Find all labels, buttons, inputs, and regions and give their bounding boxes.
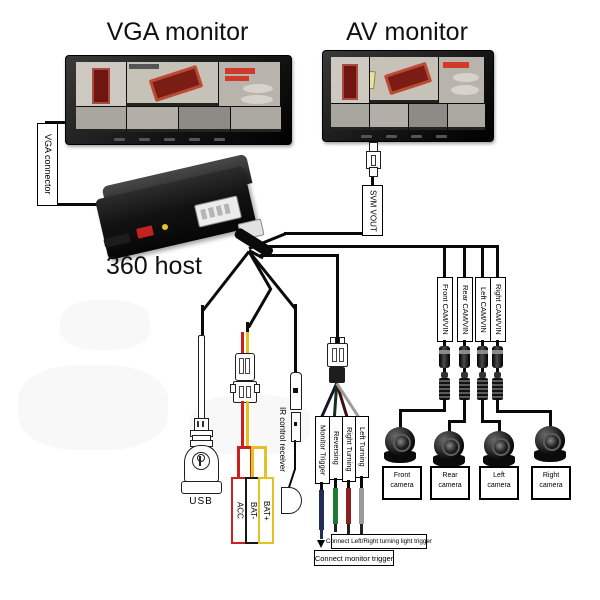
rca-plug-body-icon bbox=[366, 151, 381, 169]
cam-input-label-right: Right CAM/VIN bbox=[490, 277, 506, 342]
screen-thumb bbox=[179, 107, 230, 132]
cam-input-label-left: Left CAM/VIN bbox=[475, 277, 491, 342]
wire-vga bbox=[46, 121, 70, 124]
screen-panel-side-view bbox=[439, 57, 484, 103]
screen-thumb bbox=[231, 107, 281, 132]
right-turning-label: Right Turning bbox=[342, 416, 356, 482]
vga-monitor bbox=[65, 55, 292, 145]
screen-panel-birdseye bbox=[76, 62, 126, 106]
power-connector-icon bbox=[230, 381, 260, 403]
right-camera-icon bbox=[534, 426, 566, 462]
av-monitor bbox=[322, 50, 494, 142]
rear-camera-label: Rear camera bbox=[430, 466, 470, 500]
screen-panel-birdseye bbox=[331, 57, 369, 103]
wire-power bbox=[246, 322, 249, 334]
right-camera-label: Right camera bbox=[531, 466, 571, 500]
usb-base-icon bbox=[181, 481, 222, 494]
wire-svm bbox=[284, 232, 371, 235]
front-camera-icon bbox=[384, 427, 416, 463]
wire-cam-drop bbox=[496, 247, 499, 277]
av-monitor-title: AV monitor bbox=[346, 18, 468, 46]
screen-thumb bbox=[127, 107, 178, 132]
right-turning-wire bbox=[346, 488, 351, 524]
wire-power bbox=[247, 287, 273, 329]
power-connector-icon bbox=[235, 353, 255, 381]
wire-trigger bbox=[260, 254, 339, 257]
screen-thumb bbox=[448, 104, 485, 130]
bat-plus-label: BAT+ bbox=[258, 477, 274, 544]
ir-rod-icon bbox=[290, 372, 302, 410]
ir-receiver-label: IR control receiver bbox=[278, 406, 287, 472]
trigger-connector-icon bbox=[327, 343, 348, 367]
ir-eye-icon bbox=[281, 487, 302, 514]
trigger-plug-icon bbox=[329, 367, 345, 383]
screen-panel-side-view bbox=[219, 62, 280, 106]
reversing-wire bbox=[333, 488, 338, 524]
vga-monitor-screen bbox=[76, 62, 281, 132]
screen-thumb bbox=[76, 107, 126, 132]
svm-vout-label: SVM VOUT bbox=[362, 185, 383, 236]
rca-plug-stem-icon bbox=[369, 167, 378, 177]
cam-input-label-front: Front CAM/VIN bbox=[437, 277, 453, 342]
wire-usb bbox=[201, 305, 204, 337]
vga-monitor-title: VGA monitor bbox=[106, 18, 249, 46]
wire-cam-feed bbox=[250, 245, 499, 248]
screen-thumb bbox=[331, 104, 369, 130]
left-camera-icon bbox=[483, 431, 515, 467]
monitor-trigger-note: Connect monitor trigger bbox=[314, 550, 394, 566]
rear-camera-icon bbox=[433, 431, 465, 467]
usb-body-icon bbox=[184, 445, 219, 483]
left-turning-wire bbox=[359, 488, 364, 524]
watermark bbox=[60, 300, 150, 350]
av-monitor-screen bbox=[331, 57, 485, 130]
wire-cam-drop bbox=[481, 247, 484, 277]
monitor-trigger-wire bbox=[319, 490, 324, 530]
front-camera-label: Front camera bbox=[382, 466, 422, 500]
wire-cam-drop bbox=[443, 247, 446, 277]
host-led bbox=[162, 224, 168, 230]
wire-trigger bbox=[336, 254, 339, 344]
left-camera-label: Left camera bbox=[479, 466, 519, 500]
usb-label: USB bbox=[189, 496, 213, 507]
screen-panel-3d-view bbox=[370, 57, 438, 103]
usb-cable bbox=[198, 335, 205, 422]
wire-ir bbox=[294, 304, 297, 374]
cam-input-label-rear: Rear CAM/VIN bbox=[457, 277, 473, 342]
host-label: 360 host bbox=[106, 252, 202, 280]
wire-svm bbox=[371, 172, 374, 186]
wire-cam-drop bbox=[463, 247, 466, 277]
screen-thumb bbox=[370, 104, 408, 130]
screen-panel-3d-view bbox=[127, 62, 218, 106]
monitor-buttons bbox=[361, 135, 447, 138]
monitor-buttons bbox=[114, 138, 225, 141]
monitor-trigger-label: Monitor Trigger bbox=[315, 416, 330, 484]
screen-thumb bbox=[409, 104, 447, 130]
left-turning-label: Left Turning bbox=[355, 416, 369, 478]
vga-connector-label: VGA connector bbox=[37, 123, 58, 206]
wire-vga bbox=[45, 203, 105, 206]
reversing-label: Reversing bbox=[329, 416, 343, 480]
watermark bbox=[18, 365, 168, 450]
turn-trigger-note: Connect Left/Right turning light trigger bbox=[326, 534, 432, 549]
monitor-trigger-arrow bbox=[317, 540, 325, 548]
ir-rod-icon bbox=[291, 412, 301, 442]
